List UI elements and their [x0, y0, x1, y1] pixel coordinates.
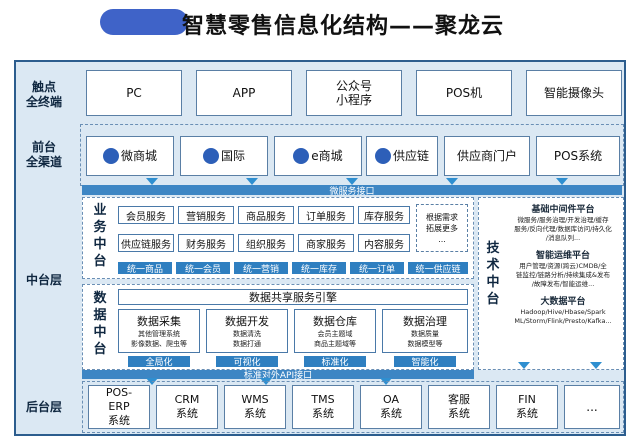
service-product: 商品服务 — [238, 206, 294, 224]
tag-global: 全局化 — [128, 356, 190, 368]
arrow-down-icon — [346, 178, 358, 185]
data-platform-label: 数据中台 — [93, 291, 107, 357]
touchpoint-wechat: 公众号小程序 — [306, 70, 402, 116]
middle-layer-label: 中台层 — [25, 273, 62, 287]
title-redaction-oval — [100, 9, 188, 35]
arrow-down-icon — [590, 362, 602, 369]
tech-ops-desc: 用户管理/资源(跨云)CMDB/全链监控/链路分析/持续集成&发布/故障发布/智… — [516, 262, 610, 288]
channel-e-mall: e商城 — [274, 136, 362, 176]
arrow-down-icon — [518, 362, 530, 369]
channel-international: 国际 — [180, 136, 268, 176]
backend-service: 客服系统 — [428, 385, 490, 429]
tag-visual: 可视化 — [216, 356, 278, 368]
page-title: 智慧零售信息化结构——聚龙云 — [182, 14, 505, 39]
tech-ops-title: 智能运维平台 — [535, 251, 590, 261]
tech-platform-label: 技术中台 — [486, 241, 500, 307]
data-module-governance: 数据治理 数据质量数据模型等 — [382, 309, 468, 353]
service-inventory: 库存服务 — [358, 206, 410, 224]
service-order: 订单服务 — [298, 206, 354, 224]
arrow-down-icon — [146, 178, 158, 185]
frontend-label: 前台全渠道 — [25, 140, 62, 169]
microservice-api-bar: 微服务接口 — [82, 185, 622, 197]
unify-marketing: 统一营销 — [234, 262, 288, 275]
unify-order: 统一订单 — [350, 262, 404, 275]
channel-supply-chain: 供应链 — [366, 136, 438, 176]
tech-platform — [478, 197, 624, 370]
extend-note: 根据需求拓展更多... — [416, 204, 468, 252]
channel-dot — [374, 148, 391, 164]
touchpoint-app: APP — [196, 70, 292, 116]
touchpoint-pos: POS机 — [416, 70, 512, 116]
channel-dot — [202, 148, 219, 164]
tech-base-title: 基础中间件平台 — [531, 205, 595, 215]
backend-more: ... — [564, 385, 620, 429]
tech-base-desc: 微服务/服务治理/开发治理/缓存服务/反向代理/数据库访问/持久化/消息队列..… — [514, 216, 612, 242]
channel-dot — [293, 148, 310, 164]
data-engine: 数据共享服务引擎 — [118, 289, 468, 305]
tag-intelligent: 智能化 — [394, 356, 456, 368]
arrow-down-icon — [556, 178, 568, 185]
backend-layer-label: 后台层 — [25, 400, 62, 414]
channel-pos-system: POS系统 — [536, 136, 620, 176]
service-organization: 组织服务 — [238, 234, 294, 252]
channel-dot — [102, 148, 119, 164]
service-merchant: 商家服务 — [298, 234, 354, 252]
backend-container — [82, 381, 624, 433]
touchpoint-camera: 智能摄像头 — [526, 70, 622, 116]
service-marketing: 营销服务 — [178, 206, 234, 224]
touchpoint-pc: PC — [86, 70, 182, 116]
service-member: 会员服务 — [118, 206, 174, 224]
business-platform-label: 业务中台 — [93, 203, 107, 269]
standard-api-bar: 标准对外API接口 — [82, 370, 474, 381]
arrow-down-icon — [246, 178, 258, 185]
unify-product: 统一商品 — [118, 262, 172, 275]
service-content: 内容服务 — [358, 234, 410, 252]
service-finance: 财务服务 — [178, 234, 234, 252]
data-module-collect: 数据采集 其他管理系统影像数据、爬虫等 — [118, 309, 200, 353]
unify-member: 统一会员 — [176, 262, 230, 275]
data-module-develop: 数据开发 数据清洗数据打通 — [206, 309, 288, 353]
channel-wechat-mall: 微商城 — [86, 136, 174, 176]
channel-supplier-portal: 供应商门户 — [444, 136, 530, 176]
arrow-down-icon — [446, 178, 458, 185]
unify-supply-chain: 统一供应链 — [408, 262, 468, 275]
service-supply-chain: 供应链服务 — [118, 234, 174, 252]
touchpoint-label: 触点全终端 — [25, 80, 62, 109]
unify-inventory: 统一库存 — [292, 262, 346, 275]
tag-standard: 标准化 — [304, 356, 366, 368]
data-module-warehouse: 数据仓库 会员主题域商品主题域等 — [294, 309, 376, 353]
tech-bigdata-title: 大数据平台 — [540, 297, 586, 307]
